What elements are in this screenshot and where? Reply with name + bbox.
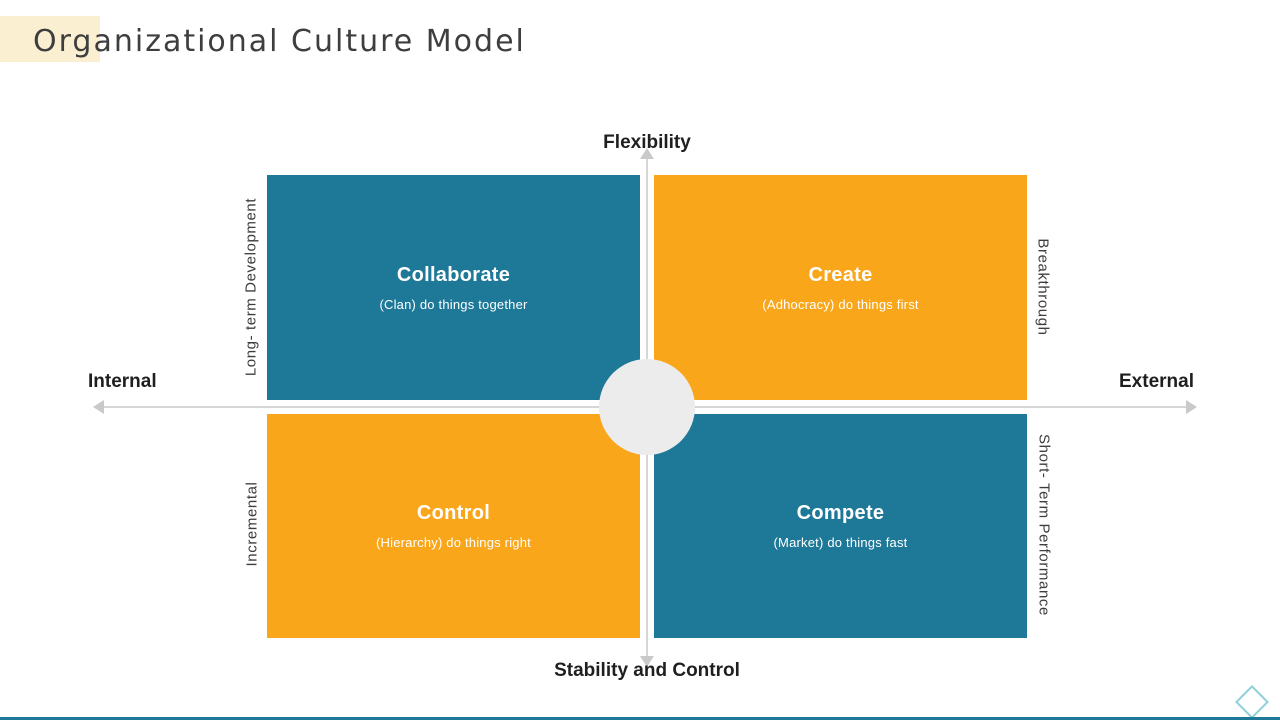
title-accent-block	[0, 16, 100, 62]
quadrant-subtitle: (Clan) do things together	[379, 296, 528, 312]
quadrant-compete: Compete (Market) do things fast	[654, 414, 1027, 638]
bottom-accent-bar	[0, 717, 1280, 720]
page-title: Organizational Culture Model	[33, 24, 526, 59]
center-circle	[599, 359, 695, 455]
side-label-long-term-development: Long- term Development	[242, 197, 260, 377]
side-label-breakthrough: Breakthrough	[1034, 238, 1052, 336]
quadrant-control: Control (Hierarchy) do things right	[267, 414, 640, 638]
axis-label-stability-and-control: Stability and Control	[554, 660, 740, 681]
quadrant-title: Control	[416, 502, 491, 524]
arrow-down-icon	[640, 656, 654, 667]
quadrant-subtitle: (Adhocracy) do things first	[762, 296, 919, 312]
arrow-left-icon	[93, 400, 104, 414]
quadrant-title: Create	[808, 263, 873, 286]
quadrant-subtitle: (Hierarchy) do things right	[376, 535, 531, 550]
quadrant-collaborate: Collaborate (Clan) do things together	[267, 175, 640, 400]
axis-label-flexibility: Flexibility	[603, 132, 691, 153]
quadrant-subtitle: (Market) do things fast	[773, 535, 908, 550]
arrow-right-icon	[1186, 400, 1197, 414]
quadrant-create: Create (Adhocracy) do things first	[654, 175, 1027, 400]
diamond-decoration-icon	[1235, 685, 1269, 719]
quadrant-title: Collaborate	[396, 263, 511, 286]
quadrant-title: Compete	[796, 502, 885, 524]
arrow-up-icon	[640, 148, 654, 159]
axis-label-internal: Internal	[88, 371, 157, 392]
side-label-short-term-performance: Short- Term Performance	[1035, 434, 1053, 616]
side-label-incremental: Incremental	[243, 481, 261, 567]
axis-label-external: External	[1119, 371, 1194, 392]
